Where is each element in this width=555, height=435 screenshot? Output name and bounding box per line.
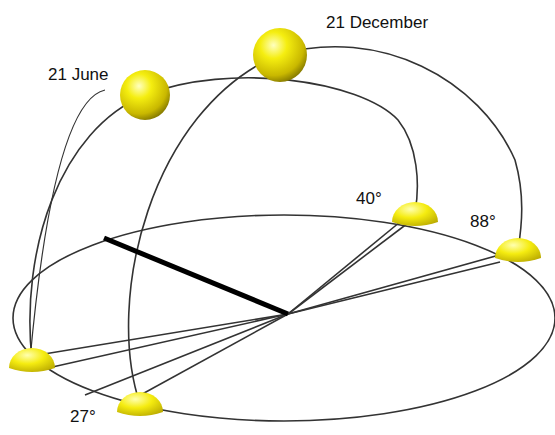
- horizon-ellipse: [13, 215, 555, 421]
- side-arc: [30, 90, 105, 360]
- paths: [13, 47, 555, 421]
- sun-june: [120, 70, 170, 120]
- angle-label: 40°: [356, 190, 382, 207]
- angle-label: 27°: [70, 408, 96, 425]
- angle-label: 88°: [470, 213, 496, 230]
- date-label: 21 December: [326, 14, 428, 31]
- sun-december: [253, 28, 307, 82]
- june-arc: [30, 78, 417, 360]
- ray: [135, 314, 288, 398]
- dome: [392, 202, 438, 226]
- ray: [288, 220, 412, 314]
- ray: [85, 314, 288, 395]
- gnomon-line: [104, 238, 288, 314]
- dome: [495, 238, 541, 262]
- dome: [9, 348, 55, 372]
- dome: [117, 392, 163, 416]
- ray: [288, 262, 500, 314]
- ray: [48, 314, 288, 368]
- horizon-suns: [9, 202, 541, 416]
- ray: [288, 252, 510, 314]
- december-arc: [129, 47, 522, 404]
- date-label: 21 June: [48, 66, 109, 83]
